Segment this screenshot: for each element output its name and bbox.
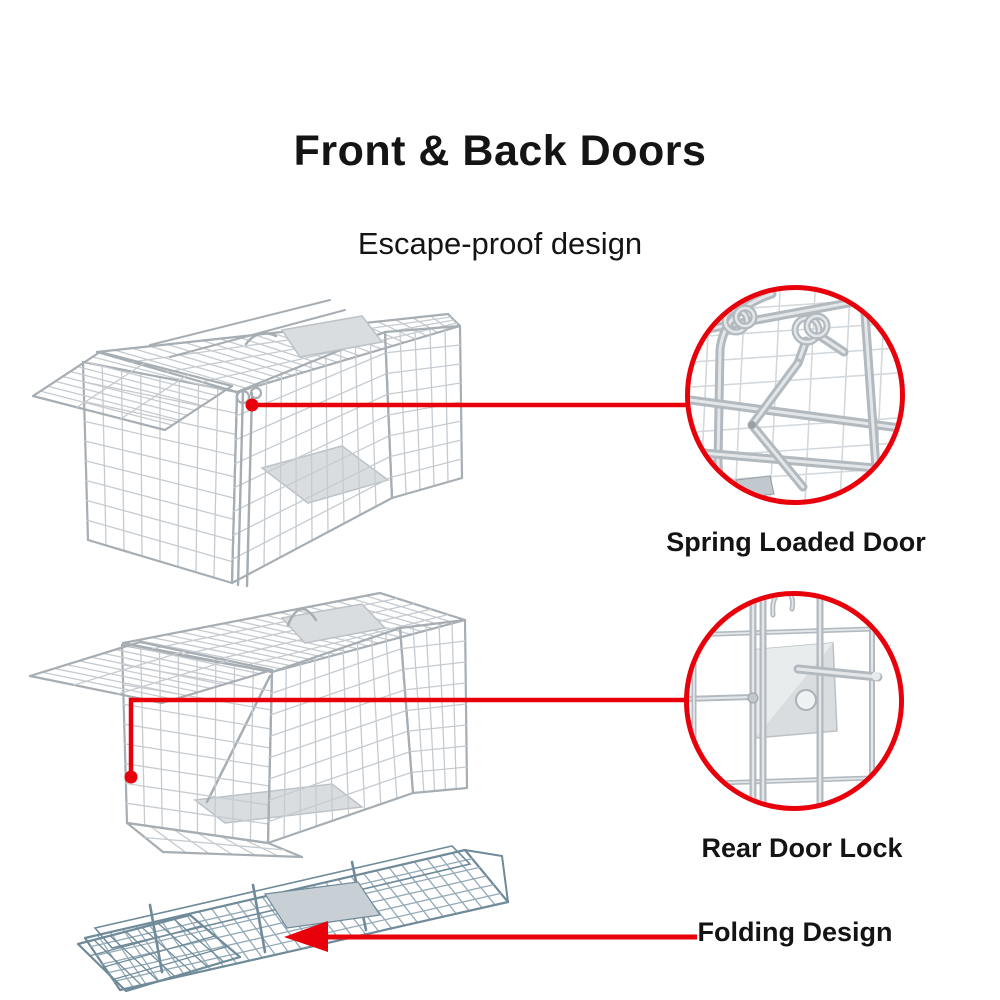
cage-folded-figure [76, 845, 510, 993]
rear-lock-connector-line [128, 697, 687, 777]
rear-lock-detail-art [689, 596, 899, 806]
spring-callout-connector [245, 398, 689, 412]
page-subtitle: Escape-proof design [357, 226, 643, 261]
rear-lock-detail-circle [684, 591, 904, 811]
folding-callout-arrow [284, 921, 697, 952]
folding-arrowhead-icon [284, 921, 328, 952]
spring-door-label: Spring Loaded Door [666, 527, 926, 557]
page-title: Front & Back Doors [293, 127, 707, 175]
rear-lock-callout-connector [124, 697, 687, 784]
spring-detail-art [690, 290, 900, 500]
folding-design-label: Folding Design [697, 917, 893, 947]
cage-front-open-figure [31, 299, 464, 588]
rear-lock-connector-dot [124, 770, 138, 784]
rear-door-lock-label: Rear Door Lock [701, 833, 903, 863]
cage-rear-view-figure [28, 591, 469, 859]
spring-connector-dot [245, 398, 259, 412]
spring-detail-circle [685, 285, 905, 505]
